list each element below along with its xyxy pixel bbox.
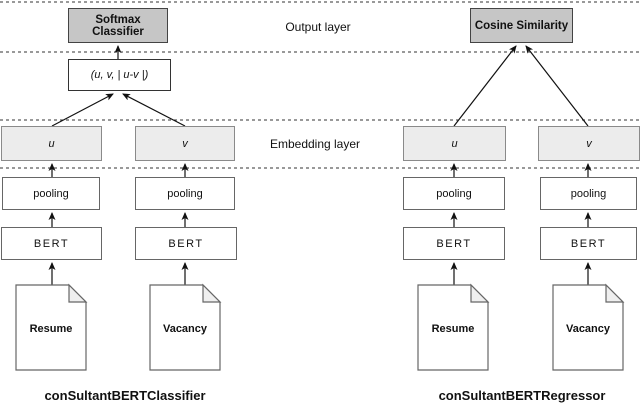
embedding-v-box-right: v [538,126,640,161]
vacancy-document-shape-left [149,284,221,371]
bert-box-left-u: BERT [1,227,102,260]
arrows [48,45,592,285]
pooling-box-left-v: pooling [135,177,235,210]
cosine-similarity-box: Cosine Similarity [470,8,573,43]
resume-document-shape-right [417,284,489,371]
bert-box-right-v: BERT [540,227,637,260]
arrow-v-to-concat [122,93,186,127]
vacancy-document-fold-left [202,283,222,303]
arrow-v-to-cosine [525,45,589,127]
resume-document-fold-left [68,283,88,303]
embedding-layer-label: Embedding layer [269,137,361,151]
vacancy-document-label-left: Vacancy [162,323,208,335]
bert-box-left-v: BERT [135,227,237,260]
pooling-box-left-u: pooling [2,177,100,210]
resume-document-label-right: Resume [431,323,475,335]
pooling-box-right-v: pooling [540,177,637,210]
arrow-u-to-concat [51,93,114,127]
embedding-v-box-left: v [135,126,235,161]
softmax-classifier-box: Softmax Classifier [68,8,168,43]
vacancy-document-fold-right [605,283,625,303]
resume-document-shape-left [15,284,87,371]
embedding-u-box-left: u [1,126,102,161]
embedding-u-box-right: u [403,126,506,161]
document-shapes [15,283,625,371]
resume-document-fold-right [470,283,490,303]
bert-box-right-u: BERT [403,227,505,260]
resume-document-label-left: Resume [29,323,73,335]
classifier-caption: conSultantBERTClassifier [44,388,206,403]
pooling-box-right-u: pooling [403,177,505,210]
output-layer-label: Output layer [285,20,351,34]
concat-features-box: (u, v, | u-v |) [68,59,171,91]
vacancy-document-shape-right [552,284,624,371]
regressor-caption: conSultantBERTRegressor [438,388,606,403]
layer-separators [0,1,640,169]
arrow-u-to-cosine [453,45,517,127]
vacancy-document-label-right: Vacancy [565,323,611,335]
